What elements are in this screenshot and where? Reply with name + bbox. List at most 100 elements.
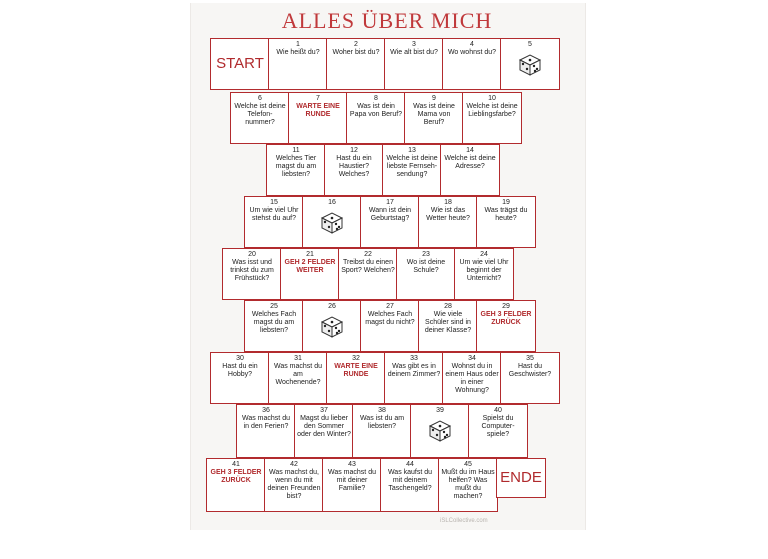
- square-question: Welche ist deine Adresse?: [444, 155, 496, 170]
- square-number: 6: [258, 95, 262, 102]
- square-instruction: WARTE EINE RUNDE: [334, 363, 378, 378]
- square-instruction: GEH 3 FELDER ZURÜCK: [480, 311, 532, 326]
- square-number: 1: [296, 41, 300, 48]
- square-question: Was machst du in den Ferien?: [242, 415, 290, 430]
- square-number: 32: [352, 355, 360, 362]
- board-square-26: 26: [302, 300, 362, 352]
- start-label: START: [216, 55, 264, 72]
- square-question: Hast du Geschwister?: [508, 363, 552, 378]
- square-question: Woher bist du?: [332, 49, 380, 56]
- square-number: 11: [292, 147, 300, 154]
- square-number: 29: [502, 303, 510, 310]
- square-question: Mußt du im Haus helfen? Was mußt du mach…: [441, 469, 495, 500]
- square-question: Welches Fach magst du am liebsten?: [251, 311, 297, 334]
- square-instruction: GEH 2 FELDER WEITER: [284, 259, 336, 274]
- square-number: 19: [502, 199, 510, 206]
- square-number: 36: [262, 407, 270, 414]
- square-number: 7: [316, 95, 320, 102]
- board-square-39: 39: [410, 404, 470, 458]
- square-question: Was machst du, wenn du mit deinen Freund…: [267, 469, 321, 500]
- square-number: 38: [378, 407, 386, 414]
- square-number: 2: [354, 41, 358, 48]
- square-question: Spielst du Computer-spiele?: [481, 415, 515, 438]
- square-number: 18: [444, 199, 452, 206]
- square-question: Wie heißt du?: [276, 49, 320, 56]
- square-question: Was machst du mit deiner Familie?: [328, 469, 376, 492]
- dice-icon: [320, 316, 344, 338]
- square-number: 20: [248, 251, 256, 258]
- square-question: Welches Tier magst du am liebsten?: [275, 155, 317, 178]
- square-number: 9: [432, 95, 436, 102]
- square-number: 25: [270, 303, 278, 310]
- square-number: 5: [528, 41, 532, 48]
- board-square-16: 16: [302, 196, 362, 248]
- dice-icon: [428, 420, 452, 442]
- square-number: 40: [494, 407, 502, 414]
- square-number: 3: [412, 41, 416, 48]
- ende-label: ENDE: [500, 469, 542, 486]
- square-question: Welches Fach magst du nicht?: [365, 311, 415, 326]
- square-number: 33: [410, 355, 418, 362]
- square-number: 12: [350, 147, 358, 154]
- square-number: 28: [444, 303, 452, 310]
- square-question: Hast du ein Haustier? Welches?: [336, 155, 372, 178]
- square-question: Was kaufst du mit deinem Taschengeld?: [387, 469, 433, 492]
- square-number: 4: [470, 41, 474, 48]
- square-question: Wie viele Schüler sind in deiner Klasse?: [424, 311, 472, 334]
- square-question: Um wie viel Uhr beginnt der Unterricht?: [459, 259, 509, 282]
- square-instruction: WARTE EINE RUNDE: [296, 103, 340, 118]
- square-number: 27: [386, 303, 394, 310]
- square-question: Was trägst du heute?: [484, 207, 528, 222]
- square-number: 13: [408, 147, 416, 154]
- dice-icon: [320, 212, 344, 234]
- square-instruction: GEH 3 FELDER ZURÜCK: [210, 469, 262, 484]
- dice-icon: [518, 54, 542, 76]
- square-number: 31: [294, 355, 302, 362]
- square-number: 30: [236, 355, 244, 362]
- square-number: 43: [348, 461, 356, 468]
- square-question: Was ist deine Mama von Beruf?: [413, 103, 455, 126]
- square-question: Magst du lieber den Sommer oder den Wint…: [297, 415, 351, 438]
- square-number: 21: [306, 251, 314, 258]
- square-number: 23: [422, 251, 430, 258]
- page-title: ALLES ÜBER MICH: [281, 8, 493, 33]
- square-number: 41: [232, 461, 240, 468]
- square-number: 39: [436, 407, 444, 414]
- square-number: 15: [270, 199, 278, 206]
- square-question: Welche ist deine Telefon-nummer?: [234, 103, 286, 126]
- square-question: Was ist du am liebsten?: [359, 415, 405, 430]
- square-number: 26: [328, 303, 336, 310]
